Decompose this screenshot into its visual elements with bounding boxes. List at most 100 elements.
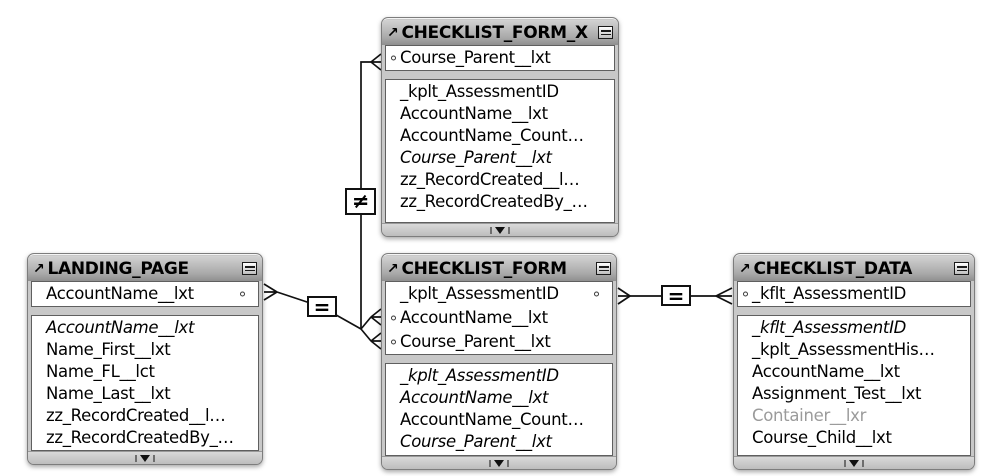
collapse-fields-button[interactable] bbox=[954, 262, 969, 275]
field-row[interactable]: _kplt_AssessmentID bbox=[386, 81, 614, 103]
field-label: AccountName__lxt bbox=[400, 104, 548, 123]
key-bullet-icon bbox=[594, 291, 599, 297]
field-row[interactable]: Course_Child__lxt bbox=[738, 427, 970, 449]
table-title: CHECKLIST_FORM_X bbox=[401, 22, 588, 43]
table-header[interactable]: ↗ CHECKLIST_DATA bbox=[734, 256, 974, 281]
field-label: AccountName__lxt bbox=[400, 388, 549, 407]
field-label: _kplt_AssessmentHis… bbox=[752, 340, 935, 359]
field-row[interactable]: zz_RecordCreated__l… bbox=[32, 405, 258, 427]
field-row[interactable]: _kflt_AssessmentID bbox=[738, 317, 970, 339]
field-row[interactable]: AccountName_Count… bbox=[386, 409, 612, 431]
key-field-row[interactable]: Course_Parent__lxt bbox=[386, 330, 612, 354]
scroll-more-indicator[interactable] bbox=[382, 456, 616, 469]
section-divider bbox=[737, 307, 971, 315]
relationship-operator-equal-left[interactable]: = bbox=[307, 296, 337, 317]
field-label: Course_Child__lxt bbox=[752, 428, 892, 447]
field-row[interactable]: Name_First__lxt bbox=[32, 339, 258, 361]
field-row[interactable]: AccountName__lxt bbox=[738, 361, 970, 383]
field-label: zz_RecordCreated__l… bbox=[46, 406, 226, 425]
field-row[interactable]: _kplt_AssessmentID bbox=[386, 365, 612, 387]
field-label: zz_RecordCreatedBy_… bbox=[400, 192, 588, 211]
collapse-fields-button[interactable] bbox=[242, 262, 257, 275]
field-row[interactable]: Name_FL__lct bbox=[32, 361, 258, 383]
section-divider bbox=[385, 355, 613, 363]
field-row[interactable]: AccountName__lxt bbox=[386, 103, 614, 125]
field-label: Container__lxr bbox=[752, 406, 867, 425]
field-label: _kflt_AssessmentID bbox=[752, 318, 907, 337]
table-header[interactable]: ↗ LANDING_PAGE bbox=[28, 256, 262, 281]
field-label: AccountName__lxt bbox=[46, 318, 195, 337]
fields-section: AccountName__lxt Name_First__lxt Name_FL… bbox=[31, 315, 259, 451]
scroll-more-indicator[interactable] bbox=[382, 223, 618, 236]
collapse-fields-button[interactable] bbox=[596, 262, 611, 275]
field-label: AccountName__lxt bbox=[46, 284, 194, 303]
field-label: Name_First__lxt bbox=[46, 340, 171, 359]
fields-section: _kplt_AssessmentID AccountName__lxt Acco… bbox=[385, 79, 615, 223]
field-row[interactable]: zz_RecordCreatedBy_… bbox=[32, 427, 258, 449]
scroll-more-icon bbox=[494, 459, 504, 467]
table-title: CHECKLIST_DATA bbox=[753, 258, 913, 279]
field-label: Course_Parent__lxt bbox=[400, 332, 551, 351]
table-title: LANDING_PAGE bbox=[47, 258, 189, 279]
field-label: AccountName__lxt bbox=[400, 308, 548, 327]
key-field-row[interactable]: _kflt_AssessmentID bbox=[738, 282, 970, 306]
fields-section: _kflt_AssessmentID _kplt_AssessmentHis… … bbox=[737, 315, 971, 456]
field-row[interactable]: AccountName_Count… bbox=[386, 125, 614, 147]
field-label: Course_Parent__lxt bbox=[400, 432, 552, 451]
table-checklist-form-x[interactable]: ↗ CHECKLIST_FORM_X Course_Parent__lxt _k… bbox=[381, 17, 619, 237]
key-bullet-icon bbox=[391, 315, 396, 321]
table-checklist-form[interactable]: ↗ CHECKLIST_FORM _kplt_AssessmentID Acco… bbox=[381, 253, 617, 470]
relationship-operator-not-equal[interactable]: ≠ bbox=[345, 188, 376, 215]
field-row[interactable]: Course_Parent__lxt bbox=[386, 431, 612, 453]
key-bullet-icon bbox=[391, 55, 396, 61]
field-row[interactable]: _kplt_AssessmentHis… bbox=[738, 339, 970, 361]
field-row[interactable]: Container__lxr bbox=[738, 405, 970, 427]
key-fields-section: AccountName__lxt bbox=[31, 281, 259, 307]
field-label: Assignment_Test__lxt bbox=[752, 384, 922, 403]
table-checklist-data[interactable]: ↗ CHECKLIST_DATA _kflt_AssessmentID _kfl… bbox=[733, 253, 975, 470]
key-bullet-icon bbox=[743, 291, 748, 297]
key-field-row[interactable]: _kplt_AssessmentID bbox=[386, 282, 612, 306]
field-row[interactable]: AccountName__lxt bbox=[32, 317, 258, 339]
key-field-row[interactable]: AccountName__lxt bbox=[32, 282, 258, 306]
fields-section: _kplt_AssessmentID AccountName__lxt Acco… bbox=[385, 363, 613, 456]
field-row[interactable]: AccountName__lxt bbox=[386, 387, 612, 409]
key-field-row[interactable]: Course_Parent__lxt bbox=[386, 46, 614, 70]
field-row[interactable]: zz_RecordCreated__l… bbox=[386, 169, 614, 191]
section-divider bbox=[385, 71, 615, 79]
field-label: Course_Parent__lxt bbox=[400, 148, 552, 167]
scroll-more-indicator[interactable] bbox=[28, 451, 262, 464]
field-label: zz_RecordCreated__l… bbox=[400, 170, 580, 189]
key-bullet-icon bbox=[240, 291, 245, 297]
field-label: AccountName__lxt bbox=[752, 362, 900, 381]
field-label: Name_FL__lct bbox=[46, 362, 155, 381]
field-label: _kplt_AssessmentID bbox=[400, 82, 559, 101]
field-row[interactable]: zz_RecordCreatedBy_… bbox=[386, 191, 614, 213]
field-label: Name_Last__lxt bbox=[46, 384, 171, 403]
field-row[interactable]: Assignment_Test__lxt bbox=[738, 383, 970, 405]
table-header[interactable]: ↗ CHECKLIST_FORM bbox=[382, 256, 616, 281]
field-label: Course_Parent__lxt bbox=[400, 48, 551, 67]
field-row[interactable]: Course_Parent__lxt bbox=[386, 147, 614, 169]
field-label: zz_RecordCreatedBy_… bbox=[46, 428, 234, 447]
key-field-row[interactable]: AccountName__lxt bbox=[386, 306, 612, 330]
scroll-more-icon bbox=[495, 226, 505, 234]
key-fields-section: Course_Parent__lxt bbox=[385, 45, 615, 71]
field-label: _kflt_AssessmentID bbox=[752, 284, 907, 303]
scroll-more-icon bbox=[140, 454, 150, 462]
table-header[interactable]: ↗ CHECKLIST_FORM_X bbox=[382, 20, 618, 45]
key-fields-section: _kflt_AssessmentID bbox=[737, 281, 971, 307]
scroll-more-icon bbox=[849, 459, 859, 467]
open-table-icon: ↗ bbox=[387, 24, 399, 41]
open-table-icon: ↗ bbox=[739, 260, 751, 277]
relationship-operator-equal-right[interactable]: = bbox=[661, 285, 691, 306]
field-row[interactable]: Name_Last__lxt bbox=[32, 383, 258, 405]
key-fields-section: _kplt_AssessmentID AccountName__lxt Cour… bbox=[385, 281, 613, 355]
field-label: _kplt_AssessmentID bbox=[400, 284, 559, 303]
table-landing-page[interactable]: ↗ LANDING_PAGE AccountName__lxt AccountN… bbox=[27, 253, 263, 465]
scroll-more-indicator[interactable] bbox=[734, 456, 974, 469]
open-table-icon: ↗ bbox=[33, 260, 45, 277]
collapse-fields-button[interactable] bbox=[598, 26, 613, 39]
key-bullet-icon bbox=[391, 339, 396, 345]
